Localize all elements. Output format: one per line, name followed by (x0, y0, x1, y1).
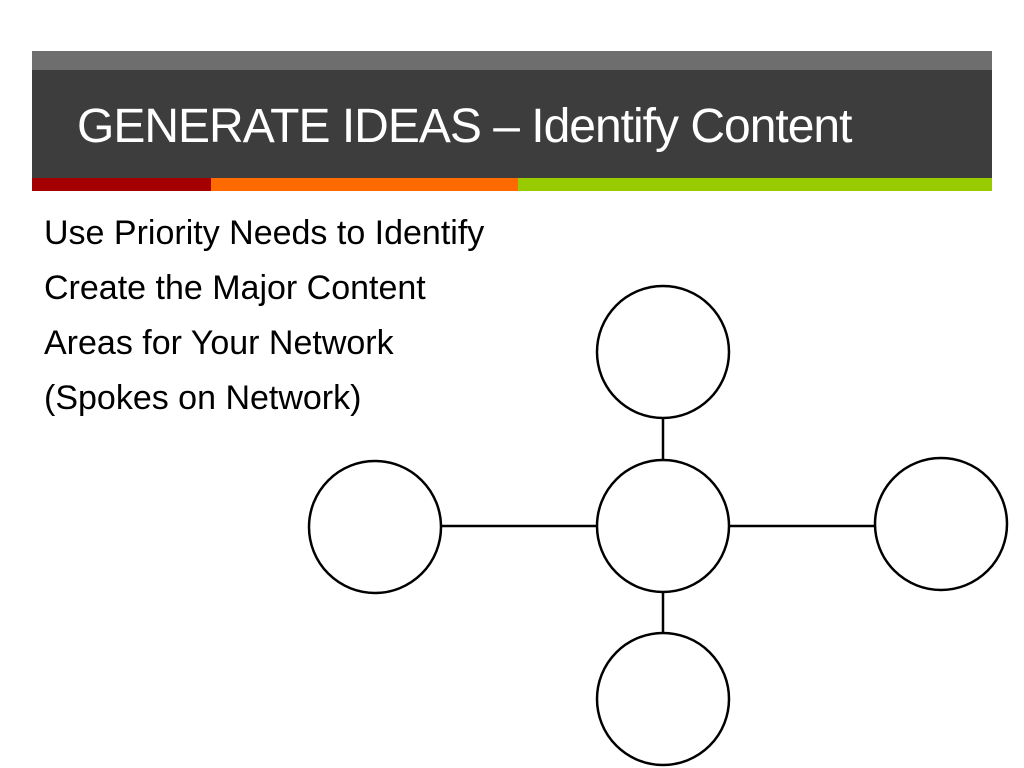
accent-bar (32, 178, 992, 191)
node-hub (595, 458, 731, 594)
body-line-2: Create the Major Content (44, 269, 426, 307)
node-spoke-left (307, 459, 443, 595)
node-spoke-right (873, 456, 1009, 592)
node-spoke-bottom (595, 631, 731, 767)
body-line-4: (Spokes on Network) (44, 379, 362, 417)
title-band-top-strip (32, 51, 992, 70)
node-spoke-top (595, 284, 731, 420)
title-band: GENERATE IDEAS – Identify Content (32, 51, 992, 178)
accent-segment-green (518, 178, 992, 191)
body-line-1: Use Priority Needs to Identify (44, 214, 485, 252)
slide-title: GENERATE IDEAS – Identify Content (77, 100, 852, 153)
accent-segment-orange (211, 178, 518, 191)
body-text: Use Priority Needs to Identify Create th… (44, 206, 604, 426)
accent-segment-red (32, 178, 211, 191)
body-line-3: Areas for Your Network (44, 324, 394, 362)
